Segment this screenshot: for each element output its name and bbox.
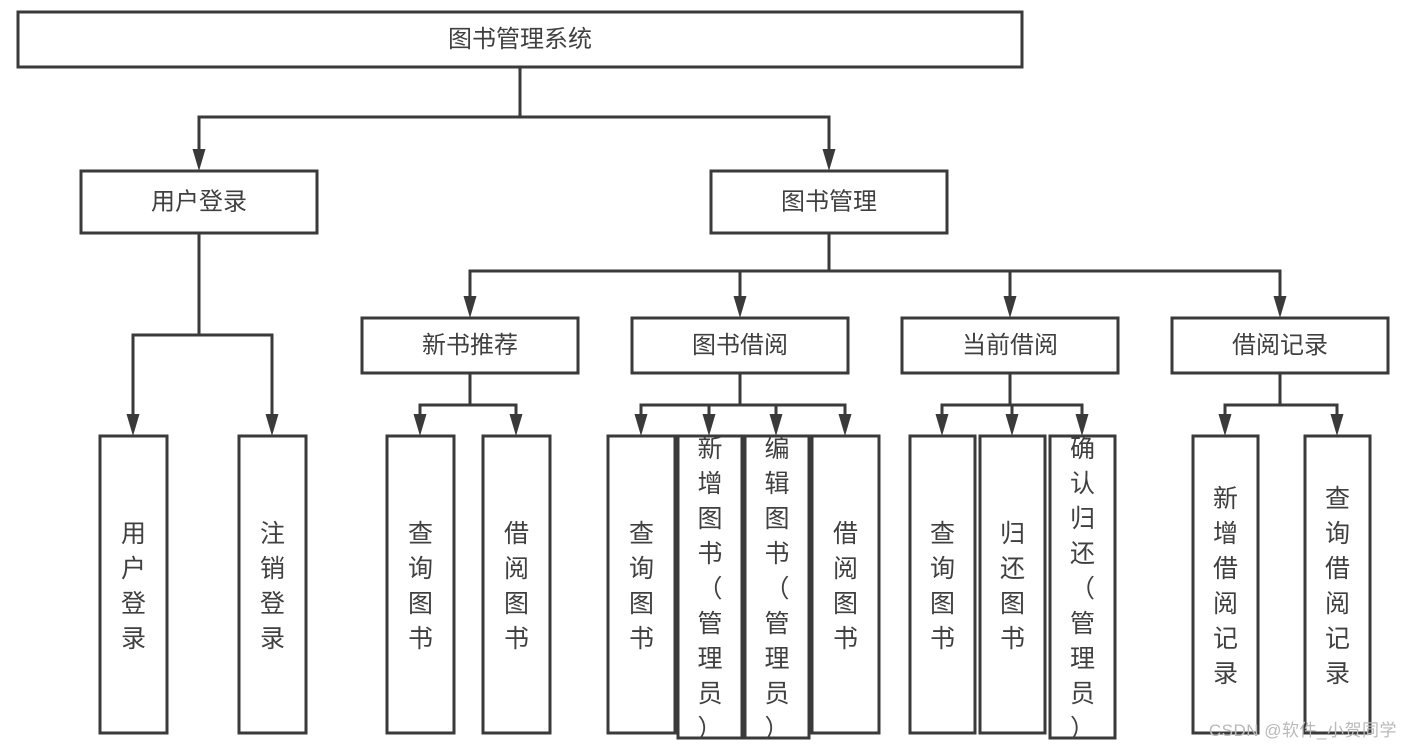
arrow-head-icon <box>1273 296 1287 318</box>
arrow-head-icon <box>509 414 523 436</box>
node-book-borrow[interactable]: 图书借阅 <box>630 316 850 375</box>
node-leaf-edit-book[interactable]: 编辑图书（管理员） <box>743 434 811 743</box>
node-leaf-add-book[interactable]: 新增图书（管理员） <box>676 434 744 743</box>
arrow-head-icon <box>702 414 716 436</box>
arrow-head-icon <box>126 414 140 436</box>
connector-currentborrow-to-leaves <box>935 371 1089 436</box>
connector-layer <box>126 65 1344 436</box>
connector-newbookrec-to-leaves <box>413 371 523 436</box>
node-label: 图书管理系统 <box>448 26 592 53</box>
node-label: 图书管理 <box>781 188 877 215</box>
connector-root-to-level1 <box>192 65 836 171</box>
node-leaf-borrow-book-2[interactable]: 借阅图书 <box>810 434 881 735</box>
node-leaf-confirm-return[interactable]: 确认归还（管理员） <box>1048 434 1117 743</box>
node-leaf-borrow-book-1[interactable]: 借阅图书 <box>481 434 552 735</box>
node-book-manage[interactable]: 图书管理 <box>709 169 949 235</box>
node-label: 用户登录 <box>151 188 247 215</box>
node-leaf-logout[interactable]: 注销登录 <box>237 434 308 735</box>
node-label: 编辑图书（管理员） <box>764 435 789 743</box>
arrow-head-icon <box>265 414 279 436</box>
node-borrow-record[interactable]: 借阅记录 <box>1170 316 1390 375</box>
arrow-head-icon <box>935 414 949 436</box>
arrow-head-icon <box>1330 414 1344 436</box>
node-leaf-query-book-3[interactable]: 查询图书 <box>908 434 977 735</box>
arrow-head-icon <box>733 296 747 318</box>
node-label: 借阅记录 <box>1232 332 1328 359</box>
node-label: 新增图书（管理员） <box>697 435 722 743</box>
node-label: 查询图书 <box>408 520 433 653</box>
arrow-head-icon <box>1075 414 1089 436</box>
node-leaf-query-record[interactable]: 查询借阅记录 <box>1303 434 1372 735</box>
node-label: 查询图书 <box>629 520 654 653</box>
arrow-head-icon <box>1005 414 1019 436</box>
node-user-login[interactable]: 用户登录 <box>79 169 319 235</box>
node-label: 用户登录 <box>121 520 146 653</box>
node-label: 归还图书 <box>1000 520 1025 653</box>
node-label: 查询借阅记录 <box>1325 485 1350 688</box>
node-new-book-rec[interactable]: 新书推荐 <box>360 316 580 375</box>
node-label: 借阅图书 <box>833 520 858 653</box>
arrow-head-icon <box>192 149 206 171</box>
node-layer: 图书管理系统用户登录图书管理新书推荐图书借阅当前借阅借阅记录用户登录注销登录查询… <box>16 10 1390 743</box>
node-label: 确认归还（管理员） <box>1070 435 1095 743</box>
watermark-label: CSDN @软件_小贺同学 <box>1208 721 1397 740</box>
node-label: 当前借阅 <box>962 332 1058 359</box>
arrow-head-icon <box>838 414 852 436</box>
arrow-head-icon <box>1003 296 1017 318</box>
node-current-borrow[interactable]: 当前借阅 <box>900 316 1120 375</box>
node-leaf-add-record[interactable]: 新增借阅记录 <box>1191 434 1260 735</box>
arrow-head-icon <box>634 414 648 436</box>
arrow-head-icon <box>413 414 427 436</box>
node-label: 查询图书 <box>930 520 955 653</box>
arrow-head-icon <box>463 296 477 318</box>
node-leaf-return-book[interactable]: 归还图书 <box>978 434 1047 735</box>
node-label: 借阅图书 <box>504 520 529 653</box>
arrow-head-icon <box>769 414 783 436</box>
node-label: 图书借阅 <box>692 332 788 359</box>
node-leaf-query-book-1[interactable]: 查询图书 <box>385 434 456 735</box>
node-root[interactable]: 图书管理系统 <box>16 10 1024 69</box>
node-label: 新书推荐 <box>422 332 518 359</box>
connector-bookmanage-to-level2 <box>463 231 1287 318</box>
node-label: 注销登录 <box>260 520 285 653</box>
arrow-head-icon <box>1218 414 1232 436</box>
connector-bookborrow-to-leaves <box>634 371 852 436</box>
connector-userlogin-to-leaves <box>126 231 279 436</box>
arrow-head-icon <box>822 149 836 171</box>
node-label: 新增借阅记录 <box>1213 485 1238 688</box>
node-leaf-user-login[interactable]: 用户登录 <box>98 434 169 735</box>
node-leaf-query-book-2[interactable]: 查询图书 <box>606 434 677 735</box>
connector-borrowrecord-to-leaves <box>1218 371 1344 436</box>
